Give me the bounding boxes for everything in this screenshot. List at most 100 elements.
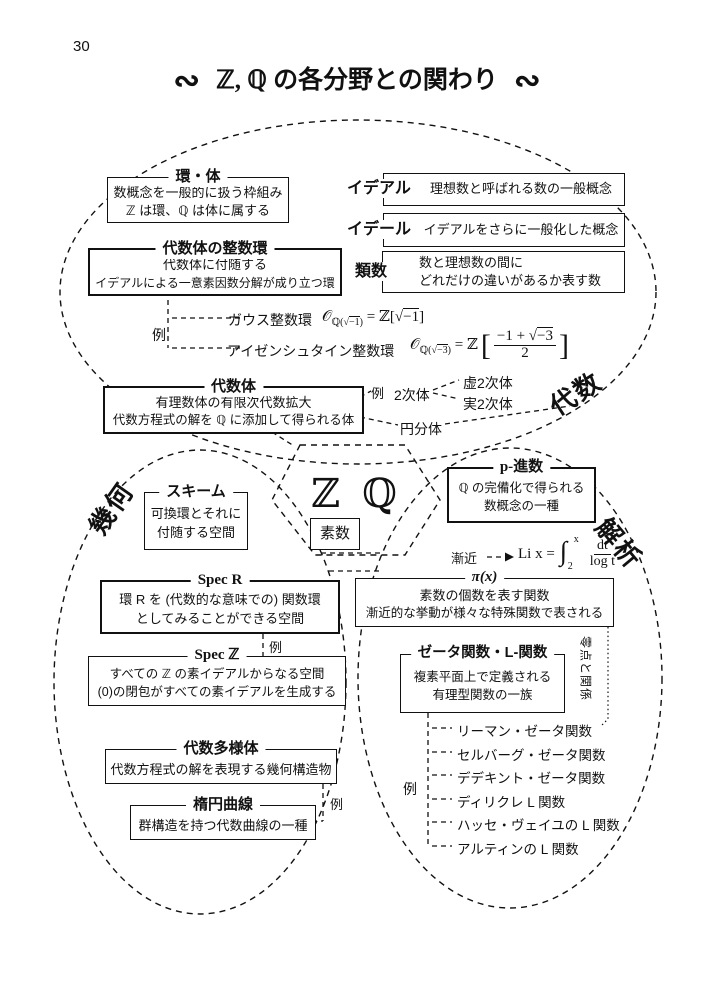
quadratic-field: 2次体 [394,387,430,403]
box-elliptic: 楕円曲線 群構造を持つ代数曲線の一種 [130,795,316,840]
box-class-number-line1: 数と理想数の間に [419,254,524,270]
box-number-field: 代数体 有理数体の有限次代数拡大 代数方程式の解を ℚ に添加して得られる体 [103,377,364,434]
box-spec-r: Spec R 環 R を (代数的な意味での) 関数環 としてみることができる空… [100,571,340,634]
box-ideal-label: イデアル [344,179,414,199]
box-spec-z-title: Spec ℤ [187,646,247,666]
box-class-number-line2: どれだけの違いがあるか表す数 [419,273,602,288]
box-ring-field-title: 環・体 [168,167,228,187]
box-idele: イデール イデアルをさらに一般化した概念 [344,213,625,247]
box-scheme-title: スキーム [159,482,233,502]
eis-sub-post: ) [447,344,451,356]
box-scheme: スキーム 可換環とそれに 付随する空間 [144,482,248,550]
box-scheme-line2: 付随する空間 [156,524,235,540]
box-integer-ring-title: 代数体の整数環 [155,239,275,259]
box-spec-z-line2: (0)の閉包がすべての素イデアルを生成する [97,684,337,699]
box-spec-r-line2: としてみることができる空間 [135,610,305,626]
zeta-list-item: デデキント・ゼータ関数 [457,771,606,786]
box-variety-title: 代数多様体 [176,739,266,759]
algebra-oval [59,119,657,465]
box-integer-ring-line2: イデアルによる一意素因数分解が成り立つ環 [95,275,335,290]
box-elliptic-title: 楕円曲線 [185,795,261,815]
box-ring-field: 環・体 数概念を一般的に扱う枠組み ℤ は環、ℚ は体に属する [107,167,289,223]
analysis-oval [357,447,663,909]
box-variety-line1: 代数方程式の解を表現する幾何構造物 [110,761,332,777]
box-spec-r-title: Spec R [190,571,250,591]
box-pi-x-line2: 漸近的な挙動が様々な特殊関数で表される [365,606,604,621]
box-number-field-line2: 代数方程式の解を ℚ に添加して得られる体 [112,413,355,428]
box-spec-z: Spec ℤ すべての ℤ の素イデアルからなる空間 (0)の閉包がすべての素イ… [88,646,346,706]
gauss-sub-rad: −1 [348,316,360,328]
box-zeta-line1: 複素平面上で定義される [413,669,552,684]
imaginary-quadratic-field: 虚2次体 [463,375,513,391]
gauss-ring-name: ガウス整数環 [228,312,312,328]
prime-box: 素数 [310,518,360,550]
eis-o: 𝒪 [410,336,420,353]
zeta-list-item: セルバーグ・ゼータ関数 [457,748,606,763]
eis-sub-rad: −3 [436,343,448,356]
example-label-spec: 例 [269,640,283,655]
box-integer-ring: 代数体の整数環 代数体に付随する イデアルによる一意素因数分解が成り立つ環 [88,239,342,296]
eis-num-rad: −3 [537,327,554,344]
title-ornament-right: ∾ [513,62,541,98]
box-ideal: イデアル 理想数と呼ばれる数の一般概念 [344,173,625,206]
zeta-list-item: ハッセ・ヴェイユの L 関数 [457,818,620,833]
box-zeta-title: ゼータ関数・L-関数 [410,644,555,663]
li-upper-limit: x [573,534,579,545]
example-label-integer-rings: 例 [152,327,166,343]
number-field-example-lines [271,379,571,447]
geometry-oval [53,449,347,915]
example-label-elliptic: 例 [330,797,344,812]
box-idele-label: イデール [344,220,415,240]
box-pi-x-title: π(x) [464,568,505,588]
box-ring-field-line1: 数概念を一般的に扱う枠組み [113,184,283,200]
prime-connectors [321,552,383,572]
zero-relation-note: 零点と関係 [578,635,593,701]
gauss-rad: −1 [403,308,420,325]
prime-box-label: 素数 [319,525,350,543]
eis-open-bracket: [ [480,328,491,362]
example-label-zeta: 例 [403,781,417,797]
real-quadratic-field: 実2次体 [463,396,513,412]
zeta-list-item: リーマン・ゼータ関数 [457,724,592,739]
box-spec-z-line1: すべての ℤ の素イデアルからなる空間 [109,666,325,681]
gauss-mid: = ℤ[√ [362,309,404,325]
li-integral-sign: ∫ [559,536,568,566]
box-variety: 代数多様体 代数方程式の解を表現する幾何構造物 [105,739,337,784]
title-ornament-left: ∾ [173,62,201,98]
page-title: ∾ ℤ, ℚ の各分野との関わり ∾ [0,60,714,99]
li-lower-limit: 2 [567,561,573,572]
integer-ring-example-bracket [167,300,240,349]
eis-close-bracket: ] [559,328,570,362]
eisenstein-ring-name: アイゼンシュタイン整数環 [227,343,395,359]
box-scheme-line1: 可換環とそれに [150,506,242,522]
asymptotic-arrowhead [505,552,514,562]
eis-num-pre: −1 + √ [496,328,538,344]
eis-den: 2 [521,344,529,361]
box-padic: p-進数 ℚ の完備化で得られる 数概念の一種 [447,458,596,523]
li-numerator: dt [593,538,611,555]
eis-mid: = ℤ [450,336,478,353]
title-text: ℤ, ℚ の各分野との関わり [216,67,498,94]
box-spec-r-line1: 環 R を (代数的な意味での) 関数環 [119,592,321,608]
center-hexagon [271,444,441,556]
box-ring-field-line2: ℤ は環、ℚ は体に属する [125,203,271,218]
box-zeta: ゼータ関数・L-関数 複素平面上で定義される 有理型関数の一族 [400,644,565,713]
zeta-list-item: アルティンの L 関数 [457,842,579,857]
zero-relation-dotted-line [600,627,609,727]
asymptotic-label: 漸近 [451,551,478,566]
box-ideal-desc: 理想数と呼ばれる数の一般概念 [429,181,612,197]
box-zeta-line2: 有理型関数の一族 [432,687,533,702]
gauss-sub-post: ) [359,317,363,328]
gauss-sub-pre: ℚ(√ [331,317,349,328]
gauss-ring-formula: 𝒪ℚ(√−1) = ℤ[√−1] [322,307,424,328]
box-pi-x: π(x) 素数の個数を表す関数 漸近的な挙動が様々な特殊関数で表される [355,568,614,627]
example-label-fields: 例 [371,386,385,401]
li-lhs: Li x = [518,545,555,562]
zeta-example-bracket [427,713,452,847]
box-number-field-line1: 有理数体の有限次代数拡大 [155,394,312,410]
box-number-field-title: 代数体 [203,377,264,397]
zeta-list-item: ディリクレ L 関数 [457,795,566,810]
box-padic-line2: 数概念の一種 [483,498,559,513]
gauss-end: ] [419,309,425,325]
